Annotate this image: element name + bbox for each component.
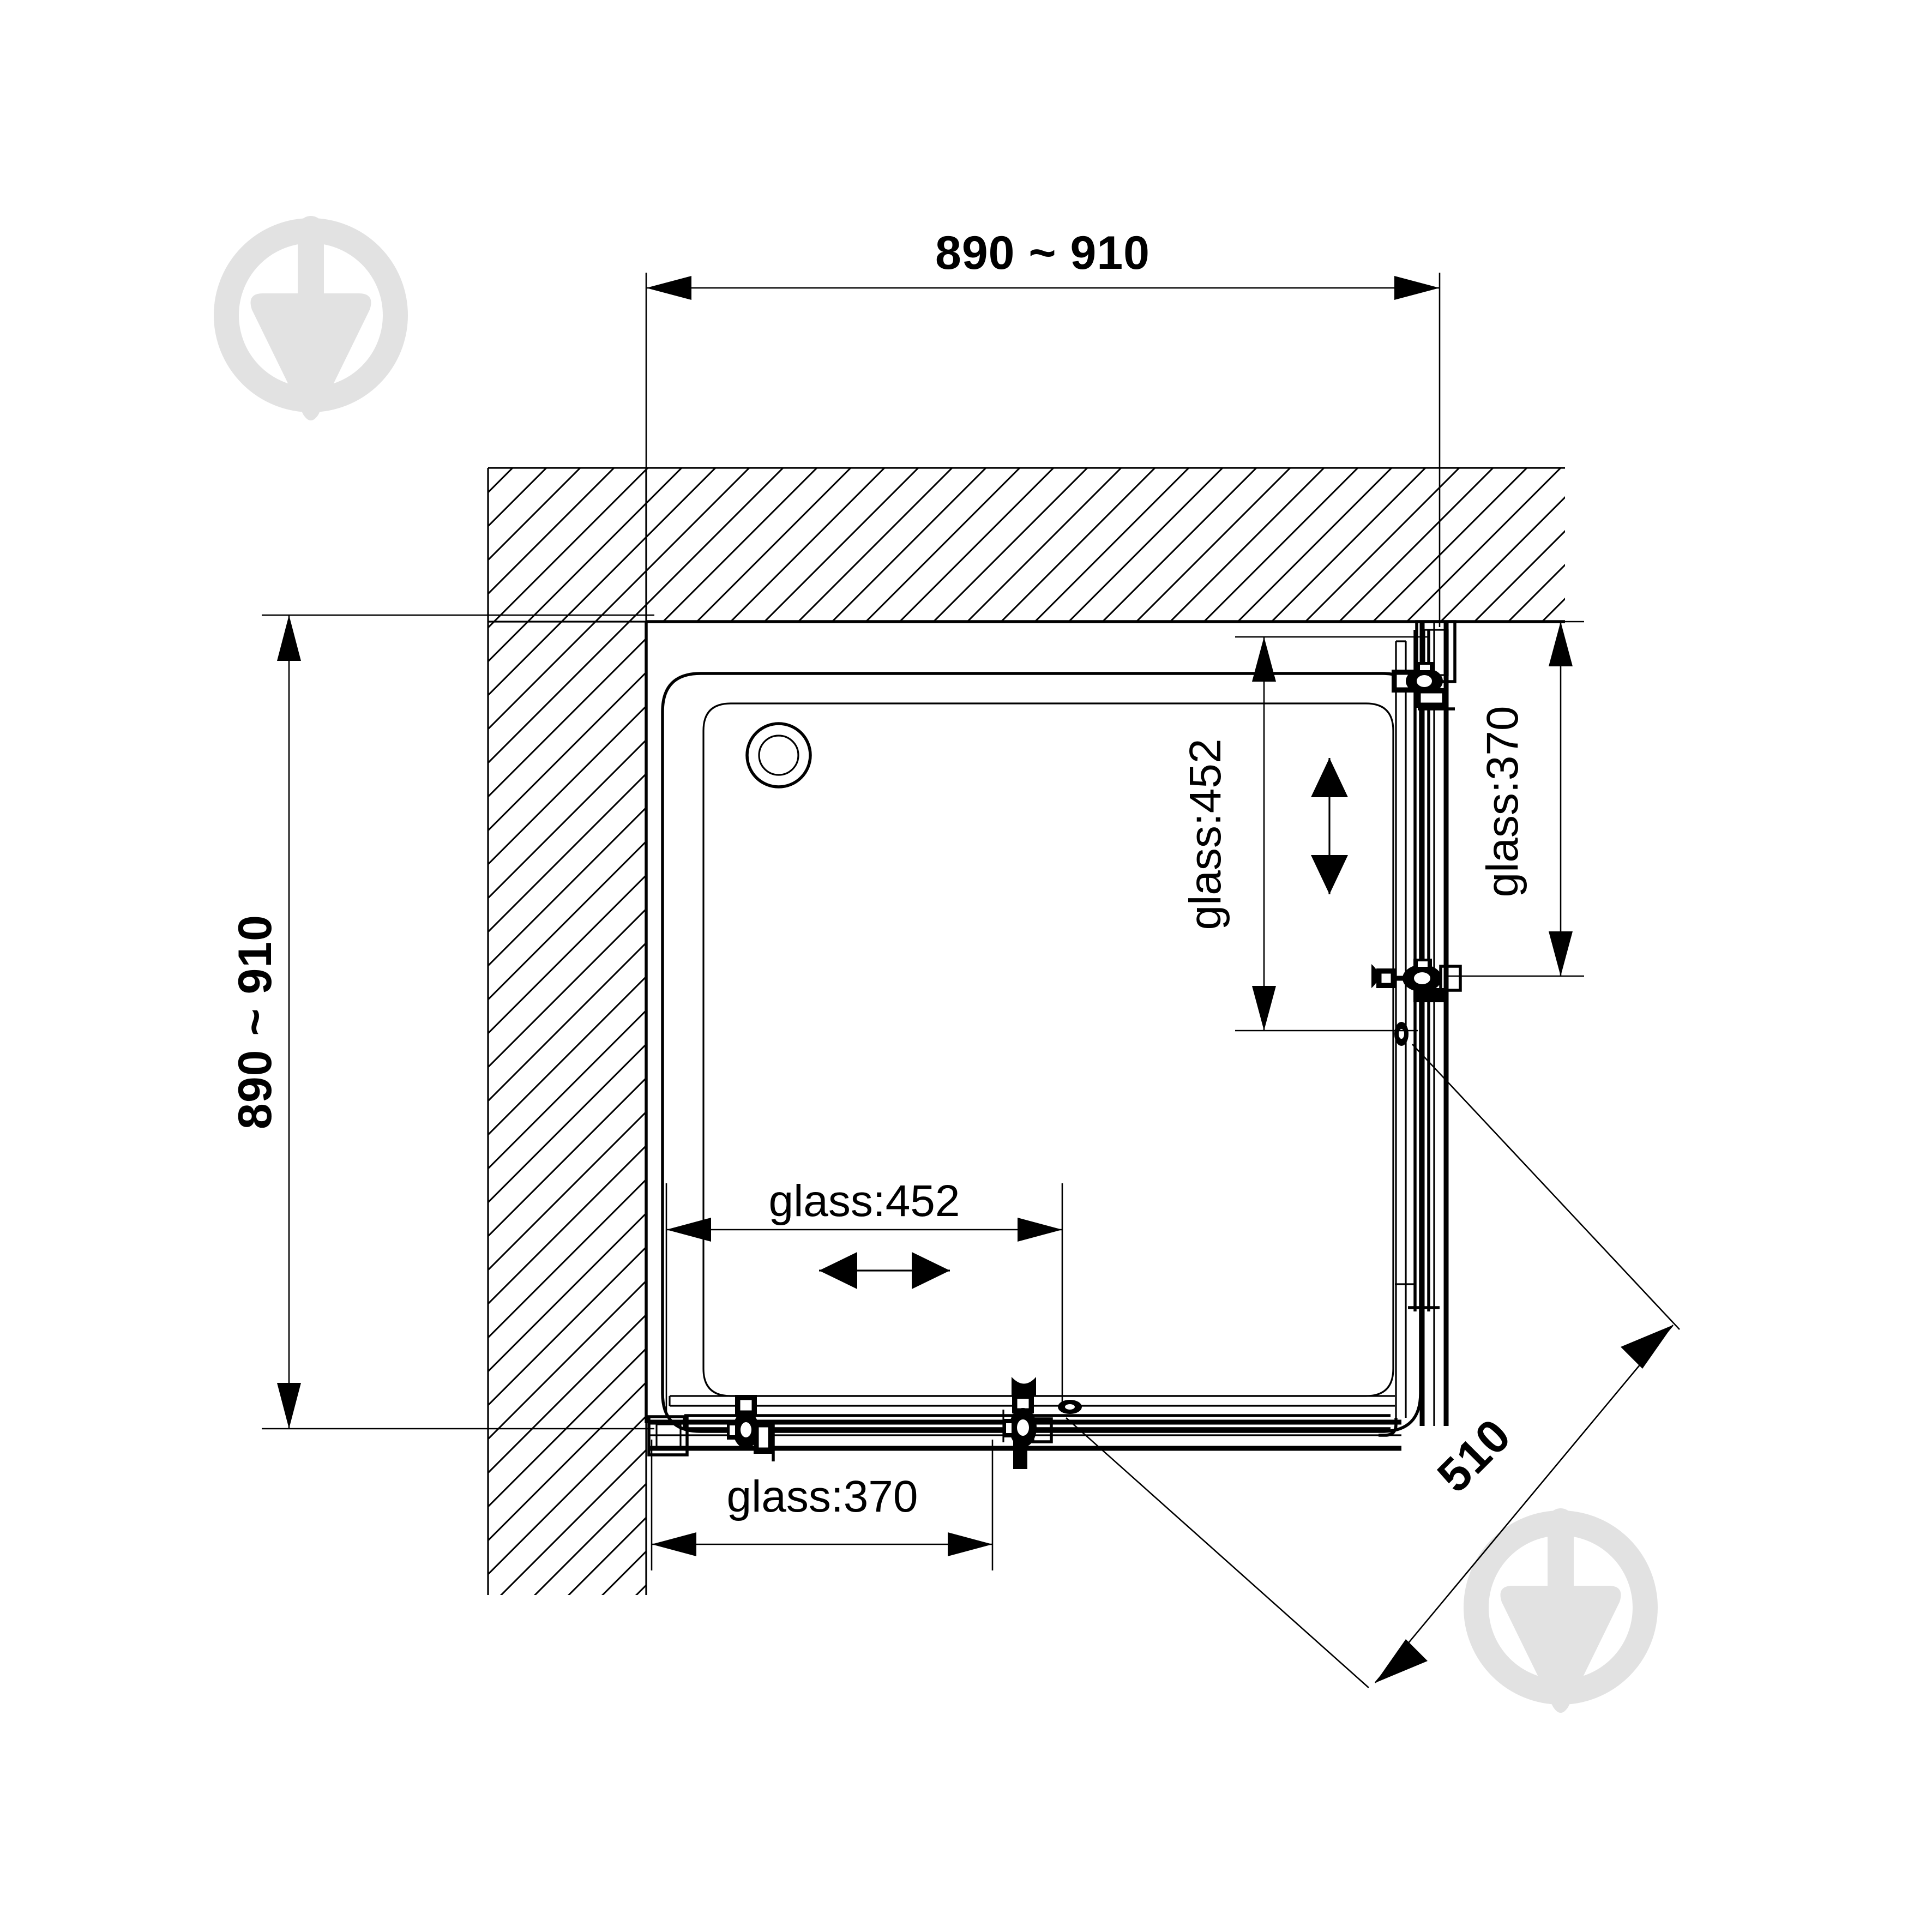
left-dim-arrow-bottom bbox=[277, 1383, 301, 1429]
bottom-right-roller-hardware bbox=[1003, 1377, 1082, 1469]
g452h-arrow-left bbox=[666, 1218, 711, 1242]
watermark-logo-bottom-right bbox=[1476, 1508, 1645, 1713]
g370v-arrow-top bbox=[1549, 622, 1573, 666]
right-frame-head-cap bbox=[1415, 620, 1456, 683]
leader-upper-hardware bbox=[1412, 1044, 1680, 1330]
g370v-arrow-bottom bbox=[1549, 931, 1573, 976]
bottom-frame-end-cap-inner bbox=[655, 1423, 682, 1449]
watermark-logo-top-left bbox=[226, 216, 395, 420]
left-overall-dimension: 890 ~ 910 bbox=[229, 614, 654, 1430]
bottom-left-roller-hardware bbox=[727, 1395, 775, 1461]
diagonal-510-label: 510 bbox=[1428, 1409, 1521, 1502]
g452h-arrow-right bbox=[1018, 1218, 1062, 1242]
right-upper-roller-hardware bbox=[1392, 662, 1455, 711]
glass-452-vertical-label: glass:452 bbox=[1181, 738, 1230, 930]
glass-452-vertical-dimension: glass:452 bbox=[1181, 636, 1429, 1032]
g370h-arrow-right bbox=[948, 1532, 992, 1556]
d510-arrow-upper bbox=[1621, 1325, 1673, 1369]
diagonal-leader-lines bbox=[1066, 1044, 1680, 1688]
glass-370-horizontal-dimension: glass:370 bbox=[651, 1440, 994, 1570]
slide-arrow-horizontal-icon bbox=[819, 1252, 950, 1289]
g452v-arrow-bottom bbox=[1252, 986, 1276, 1031]
top-dim-arrow-right bbox=[1394, 276, 1440, 300]
leader-bottom-hardware bbox=[1066, 1417, 1369, 1688]
left-overall-dimension-label: 890 ~ 910 bbox=[229, 914, 281, 1129]
bottom-frame-end-cap bbox=[647, 1415, 689, 1456]
glass-370-horizontal-label: glass:370 bbox=[726, 1472, 918, 1521]
right-frame-head-inner bbox=[1423, 629, 1449, 676]
left-dim-arrow-top bbox=[277, 615, 301, 661]
g452v-arrow-top bbox=[1252, 637, 1276, 682]
glass-452-horizontal-dimension: glass:452 bbox=[665, 1176, 1063, 1418]
glass-370-vertical-dimension: glass:370 bbox=[1445, 621, 1584, 977]
top-overall-dimension: 890 ~ 910 bbox=[645, 227, 1441, 627]
glass-370-vertical-label: glass:370 bbox=[1478, 706, 1527, 897]
d510-dim-line bbox=[1375, 1325, 1674, 1683]
wall-section bbox=[487, 467, 1565, 1595]
right-glass-assembly bbox=[1371, 620, 1462, 1437]
top-dim-arrow-left bbox=[646, 276, 691, 300]
drain-icon bbox=[745, 722, 812, 789]
g370h-arrow-left bbox=[652, 1532, 696, 1556]
bottom-glass-assembly bbox=[647, 1377, 1401, 1469]
slide-arrow-vertical-icon bbox=[1311, 758, 1348, 894]
shower-tray bbox=[661, 672, 1422, 1433]
glass-452-horizontal-label: glass:452 bbox=[768, 1176, 960, 1226]
d510-arrow-lower bbox=[1375, 1639, 1428, 1683]
right-lower-roller-hardware bbox=[1371, 959, 1462, 1046]
top-overall-dimension-label: 890 ~ 910 bbox=[935, 227, 1150, 279]
tray-inner-edge bbox=[702, 702, 1394, 1397]
